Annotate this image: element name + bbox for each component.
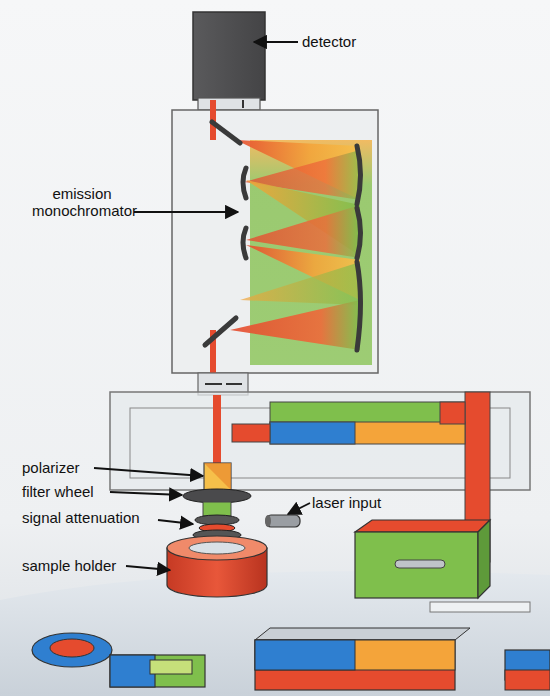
spare-parts <box>32 633 112 667</box>
sample-stack <box>203 502 231 516</box>
light-fan <box>236 140 360 200</box>
spare-parts <box>32 602 550 690</box>
excitation-optics <box>440 402 465 424</box>
mirror <box>243 168 246 198</box>
detector-body <box>193 12 265 100</box>
leader-arrow <box>110 492 182 495</box>
spare-parts <box>255 640 455 690</box>
part-label: sample holder <box>22 557 132 574</box>
laser-box <box>355 532 478 598</box>
excitation-optics <box>270 422 355 444</box>
part-label: emission monochromator <box>32 185 132 219</box>
laser-box <box>355 520 490 532</box>
mirror <box>357 208 361 258</box>
leader-arrow <box>134 211 238 213</box>
laser-port <box>266 515 300 527</box>
spare-parts <box>505 670 550 690</box>
part-label: detector <box>302 33 412 50</box>
leader-arrow <box>126 566 170 570</box>
spare-parts <box>110 655 155 687</box>
detector-body <box>242 100 244 108</box>
part-label: signal attenuation <box>22 509 162 526</box>
light-fan <box>240 262 360 305</box>
part-label: polarizer <box>22 459 102 476</box>
spare-parts <box>430 602 530 612</box>
spare-parts <box>255 640 455 670</box>
mirror <box>243 228 246 258</box>
laser-port <box>265 515 271 527</box>
spare-parts <box>150 660 192 674</box>
mirror <box>205 318 236 345</box>
mirror <box>205 122 361 350</box>
monochromator-housing <box>172 110 378 373</box>
excitation-optics <box>270 402 465 424</box>
slit-connector <box>205 383 222 385</box>
leader-arrow <box>94 468 203 476</box>
detector-body <box>198 98 260 110</box>
sample-stack <box>189 542 245 554</box>
mirror <box>357 262 361 350</box>
spare-parts <box>110 655 205 687</box>
excitation-optics <box>232 424 270 442</box>
detector-body <box>193 12 265 110</box>
spare-parts <box>50 639 94 657</box>
leader-arrow <box>288 503 310 514</box>
mirror <box>212 122 240 143</box>
sample-stack <box>204 463 231 490</box>
laser-port <box>265 515 300 527</box>
spare-parts <box>255 640 355 670</box>
laser-box <box>478 520 490 598</box>
sample-stack <box>183 489 251 503</box>
excitation-optics <box>270 422 465 444</box>
part-label: filter wheel <box>22 483 117 500</box>
sample-stack <box>167 395 267 597</box>
part-label: laser input <box>312 494 412 511</box>
leader-arrow <box>254 41 298 43</box>
laser-box <box>355 520 490 598</box>
sample-stack <box>204 463 231 490</box>
light-fan <box>213 100 360 373</box>
spare-parts <box>255 628 470 640</box>
leader-arrow <box>94 42 310 570</box>
sample-stack <box>167 536 267 560</box>
light-fan <box>230 300 360 350</box>
mirror <box>357 146 361 204</box>
laser-box <box>395 560 445 568</box>
leader-arrow <box>158 520 193 524</box>
slit-connector <box>226 383 242 385</box>
monochromator-housing <box>172 110 378 373</box>
